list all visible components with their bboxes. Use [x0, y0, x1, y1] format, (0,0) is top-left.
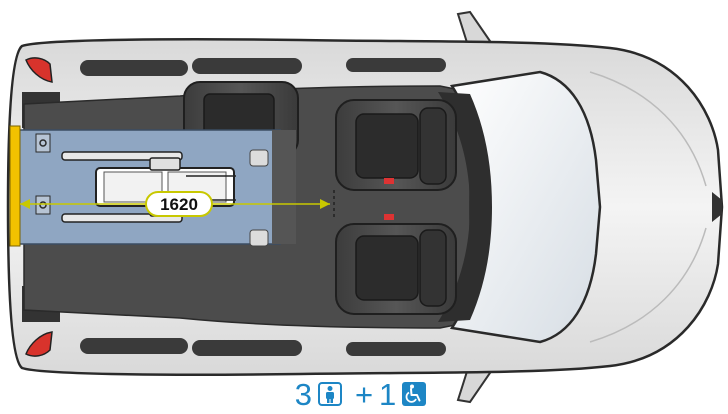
- bonnet-crease-top: [589, 71, 707, 187]
- side-window-bottom-mid: [192, 340, 302, 356]
- tail-light-bottom: [25, 331, 53, 357]
- side-window-top-mid: [192, 58, 302, 74]
- capacity-legend: 3 + 1: [0, 374, 728, 414]
- dimension-label: 1620: [145, 191, 213, 217]
- side-window-top-rear: [80, 60, 188, 76]
- dimension-value: 1620: [160, 195, 198, 214]
- bonnet-crease-bottom: [589, 227, 707, 343]
- anchor-plate-top: [35, 133, 51, 153]
- plus-sign: +: [354, 376, 374, 412]
- tail-light-top: [25, 57, 53, 83]
- front-seat-right: [335, 214, 457, 315]
- access-ramp: [9, 125, 21, 247]
- anchor-plate-bottom: [35, 195, 51, 215]
- wheelchair-count: 1: [379, 376, 397, 412]
- belt-anchor-top: [249, 149, 269, 167]
- dashboard: [438, 92, 492, 322]
- seated-person-icon: [317, 382, 342, 406]
- floor-shadow: [272, 130, 296, 244]
- belt-anchor-bottom: [249, 229, 269, 247]
- side-window-bottom-rear: [80, 338, 188, 354]
- seat-count: 3: [294, 376, 312, 412]
- side-window-bottom-front: [346, 342, 446, 356]
- wheelchair-icon: [402, 382, 427, 406]
- front-badge: [712, 192, 722, 222]
- front-seat-left: [335, 99, 457, 191]
- side-window-top-front: [346, 58, 446, 72]
